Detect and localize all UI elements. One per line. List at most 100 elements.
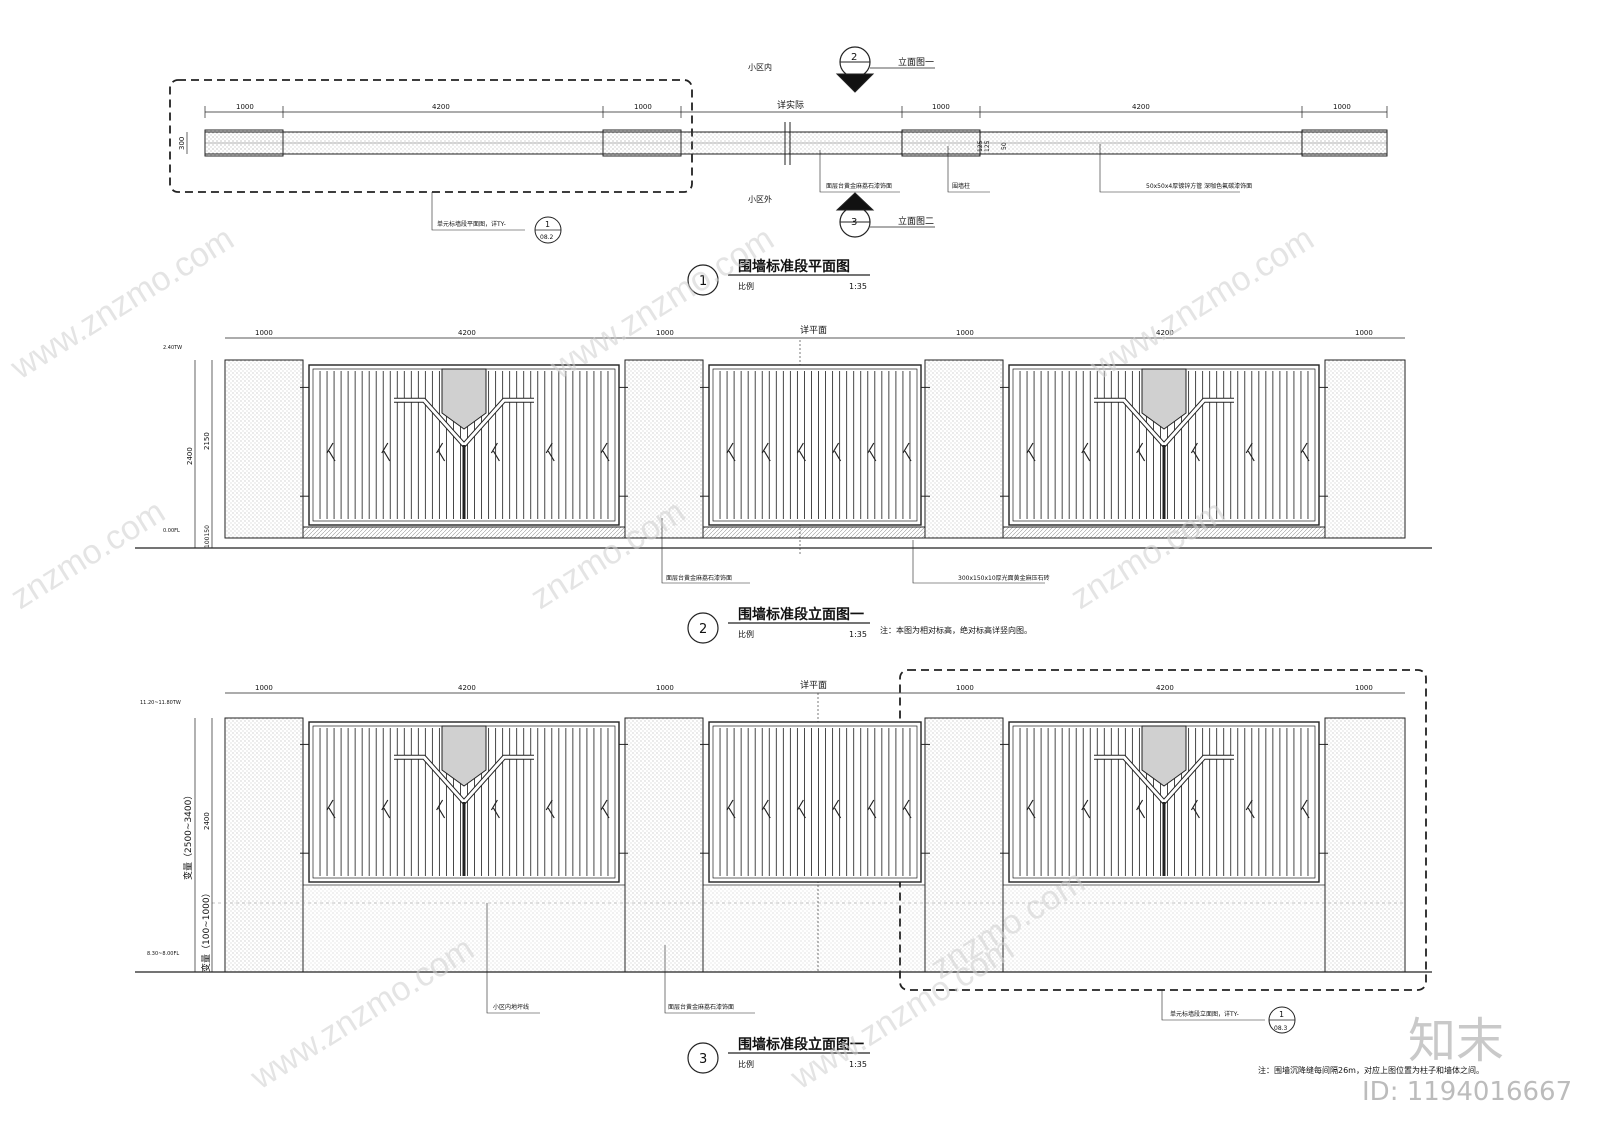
title-block-2: 2 围墙标准段立面图一 比例 1:35 注：本图为相对标高，绝对标高详竖向图。 — [687, 606, 1032, 644]
title-3-scale-label: 比例 — [738, 1059, 754, 1069]
elev1-see-plan: 详平面 — [800, 324, 827, 336]
title-3-num: 3 — [699, 1052, 707, 1067]
plan-post — [204, 129, 284, 157]
watermark-text: znzmo.com — [4, 492, 172, 616]
title-2-text: 围墙标准段立面图一 — [738, 606, 864, 623]
section-marker-2-label: 立面图一 — [898, 56, 934, 68]
elev1-dim: 1000 — [255, 329, 273, 337]
plan-post — [901, 129, 981, 157]
plan-dim: 4200 — [1132, 103, 1150, 111]
elevation-1-texts: 1000 4200 1000 1000 4200 1000 详平面 2.40TW… — [163, 324, 1373, 582]
plan-dim: 1000 — [634, 103, 652, 111]
title-2-scale-label: 比例 — [738, 629, 754, 639]
title-3-scale: 1:35 — [849, 1060, 867, 1069]
title-block-3: 3 围墙标准段立面图一 比例 1:35 注：围墙沉降缝每间隔26m，对应上图位置… — [687, 1036, 1484, 1075]
elev1-dim: 1000 — [1355, 329, 1373, 337]
railing-panel — [700, 721, 930, 883]
elev2-callout-num: 1 — [1279, 1010, 1284, 1019]
elevation-2-texts: 1000 4200 1000 1000 4200 1000 详平面 11.20~… — [140, 679, 1373, 1032]
title-1-num: 1 — [699, 274, 707, 289]
elev1-dim: 1000 — [656, 329, 674, 337]
plan-small-dim: 50 — [1001, 142, 1008, 150]
plan-note-steel: 50x50x4厚镀锌方管 深咖色氟碳漆饰面 — [1146, 182, 1252, 190]
brand-id: ID: 1194016667 — [1362, 1077, 1572, 1107]
elev1-dim: 1000 — [956, 329, 974, 337]
elev2-level-base: 8.30~8.00FL — [147, 951, 179, 957]
title-2-num: 2 — [699, 622, 707, 637]
watermark-text: www.znzmo.com — [3, 219, 240, 387]
section-marker-2-num: 2 — [851, 52, 857, 63]
elev1-h-upper: 2150 — [203, 432, 211, 450]
plan-dim: 1000 — [236, 103, 254, 111]
elev2-dim: 1000 — [1355, 684, 1373, 692]
elev2-dim: 4200 — [1156, 684, 1174, 692]
elev1-note-stone: 面层台黄金麻荔石漆饰面 — [666, 574, 732, 582]
title-1-scale: 1:35 — [849, 282, 867, 291]
elev2-note-stone: 面层台黄金麻荔石漆饰面 — [668, 1003, 734, 1011]
elev2-post — [924, 717, 1004, 973]
elev1-h-total: 2400 — [186, 447, 194, 465]
plan-note-stone: 面层台黄金麻荔石漆饰面 — [826, 182, 892, 190]
railing-panel — [1000, 721, 1328, 883]
elev1-level-top: 2.40TW — [163, 345, 182, 351]
section-marker-3-label: 立面图二 — [898, 215, 934, 227]
elev2-callout-text: 单元标墙段立面图，详TY- — [1170, 1010, 1239, 1018]
plan-see-actual: 详实际 — [777, 99, 804, 111]
elev2-dim: 4200 — [458, 684, 476, 692]
elev2-h-upper: 2400 — [203, 812, 211, 830]
elev2-post — [624, 717, 704, 973]
elev2-post — [224, 717, 304, 973]
elev2-level-top: 11.20~11.80TW — [140, 700, 181, 706]
plan-small-dim: 125 — [977, 140, 984, 152]
brand-watermark: 知末 ID: 1194016667 — [1362, 1013, 1572, 1107]
elev1-note-cap: 300x150x10厚光面黄金麻压石砖 — [958, 574, 1050, 582]
title-3-note: 注：围墙沉降缝每间隔26m，对应上图位置为柱子和墙体之间。 — [1258, 1065, 1484, 1075]
title-2-scale: 1:35 — [849, 630, 867, 639]
section-marker-3-num: 3 — [851, 217, 857, 228]
elev1-post — [924, 359, 1004, 539]
elev2-h-var: 变量（2500~3400） — [182, 791, 194, 880]
elev2-note-line: 小区内地坪线 — [493, 1003, 529, 1011]
elev1-level-base: 0.00FL — [163, 528, 180, 534]
plan-callout-text: 单元标墙段平面图，详TY- — [437, 220, 506, 228]
plan-dim: 4200 — [432, 103, 450, 111]
plan-post — [1301, 129, 1388, 157]
plan-dim: 1000 — [932, 103, 950, 111]
elevation-2-panels — [300, 721, 1328, 883]
title-block-1: 1 围墙标准段平面图 比例 1:35 — [687, 258, 870, 296]
elev2-h-var2: 变量（100~1000） — [200, 888, 212, 972]
plan-texts: 小区内 小区外 详实际 1000 4200 1000 1000 4200 100… — [178, 52, 1351, 241]
elev1-post — [224, 359, 304, 539]
elev1-h-base: 100150 — [204, 525, 211, 548]
title-2-note: 注：本图为相对标高，绝对标高详竖向图。 — [880, 625, 1032, 635]
plan-callout-sheet: 08.2 — [540, 234, 554, 241]
elev2-post — [1324, 717, 1406, 973]
brand-logo-text: 知末 — [1408, 1013, 1504, 1069]
elev1-dim: 4200 — [1156, 329, 1174, 337]
railing-panel — [300, 721, 628, 883]
elevation-2 — [135, 669, 1432, 1034]
plan-small-dim: 125 — [984, 140, 991, 152]
plan-label-inside: 小区内 — [748, 62, 772, 72]
railing-panel — [700, 364, 930, 526]
plan-callout-num: 1 — [545, 220, 550, 229]
elev1-post — [1324, 359, 1406, 539]
elev2-dim: 1000 — [956, 684, 974, 692]
plan-note-post: 围墙柱 — [952, 182, 970, 190]
title-1-scale-label: 比例 — [738, 281, 754, 291]
elevation-1-panels — [300, 364, 1328, 526]
plan-dim: 1000 — [1333, 103, 1351, 111]
railing-panel — [1000, 364, 1328, 526]
elev2-dim: 1000 — [255, 684, 273, 692]
elev1-dim: 4200 — [458, 329, 476, 337]
plan-label-outside: 小区外 — [748, 194, 772, 204]
title-3-text: 围墙标准段立面图一 — [738, 1036, 864, 1053]
elev2-callout-sheet: 08.3 — [1274, 1025, 1288, 1032]
plan-post — [602, 129, 682, 157]
elev2-dim: 1000 — [656, 684, 674, 692]
elev2-see-plan: 详平面 — [800, 679, 827, 691]
title-1-text: 围墙标准段平面图 — [738, 258, 850, 275]
watermark-text: www.znzmo.com — [1083, 219, 1320, 387]
